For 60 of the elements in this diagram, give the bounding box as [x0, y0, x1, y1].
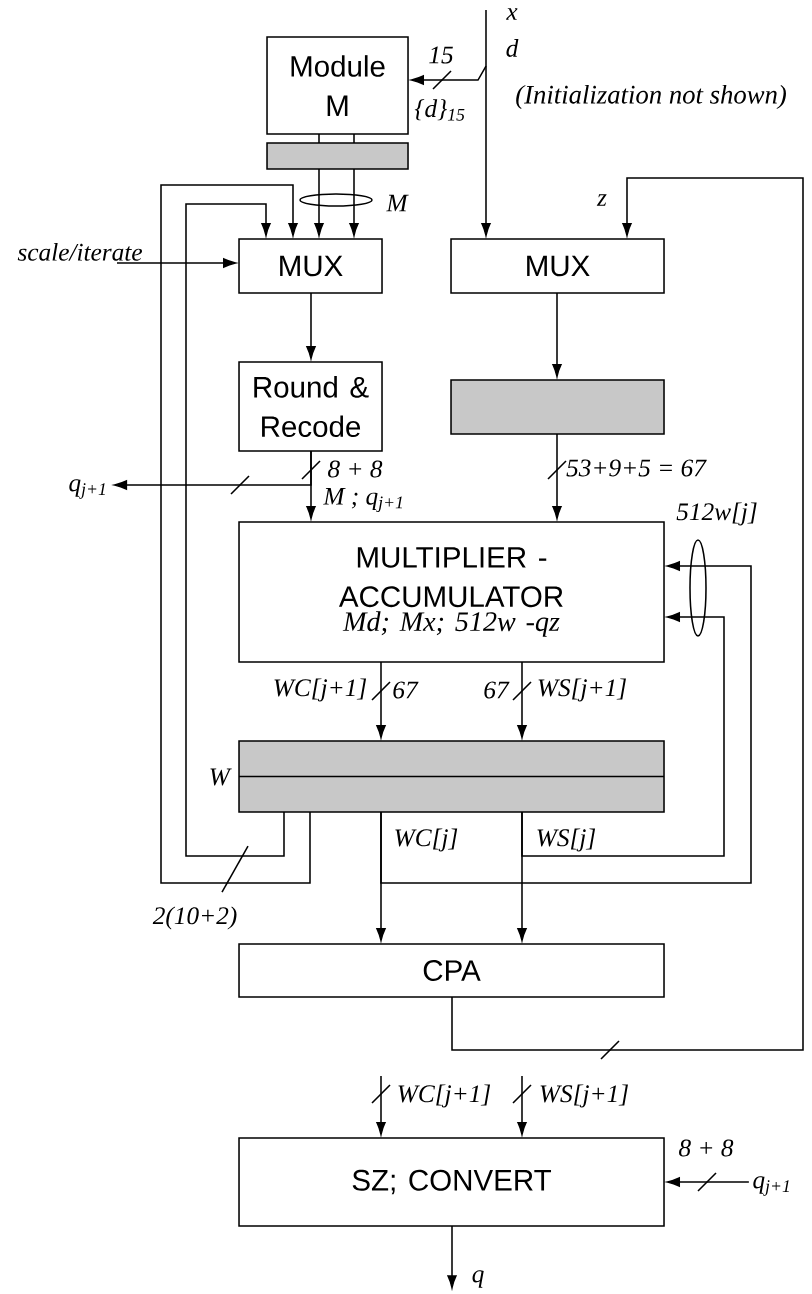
edge-label: WS[j+1]: [540, 1084, 628, 1108]
arrow: [349, 168, 359, 237]
signal-label: (Initialization not shown): [516, 84, 786, 110]
signal-label: d: [506, 39, 519, 57]
arrow: [376, 1075, 386, 1136]
edge-label: WS[j]: [537, 828, 596, 852]
mux-box: MUX: [238, 238, 383, 294]
arrow: [410, 65, 487, 85]
multiplier-accumulator-box: MULTIPLIER - ACCUMULATOR Md; Mx; 512w -qz: [238, 521, 665, 663]
arrow: [666, 1177, 750, 1187]
arrow: [552, 292, 562, 378]
output-label: q$_{j+1}$: [69, 479, 105, 499]
arrow: [314, 168, 324, 237]
arrow: [380, 561, 752, 884]
arrow: [376, 661, 386, 739]
arrow: [517, 811, 527, 942]
module-box: Module M: [266, 36, 409, 135]
register-bar: [450, 379, 665, 435]
arrow: [447, 1225, 457, 1289]
bus-ellipse: [299, 193, 373, 207]
arrow: [552, 433, 562, 520]
output-label: q: [472, 1270, 484, 1288]
arrow: [521, 612, 725, 857]
process-box: Round & Recode: [238, 361, 383, 452]
signal-label: 2(10+2): [152, 906, 237, 930]
edge-label: z: [596, 194, 607, 206]
cpa-box: CPA: [238, 943, 665, 998]
arrow: [116, 258, 237, 268]
register-bar: [238, 740, 665, 813]
mux-box: MUX: [450, 238, 665, 294]
register-bar: [266, 142, 409, 170]
edge-label: WC[j]: [395, 828, 458, 852]
edge-label: 53+9+5 = 67: [566, 459, 707, 477]
signal-label: 67: [484, 681, 510, 699]
bus-ellipse: [689, 539, 707, 637]
signal-label: M ; q$_{j+1}$: [323, 488, 402, 512]
arrow: [517, 661, 527, 739]
arrow: [185, 203, 285, 857]
arrow: [517, 1075, 527, 1136]
signal-label: 8 + 8: [679, 1139, 734, 1157]
arrow: [114, 450, 312, 490]
signal-label: M: [386, 194, 409, 212]
signal-label: WC[j+1]: [274, 678, 367, 702]
edge-label: WC[j+1]: [398, 1084, 491, 1108]
arrow: [160, 184, 311, 884]
input-label: scale/iterate: [17, 243, 142, 261]
arrow: [376, 811, 386, 942]
signal-label: x: [506, 8, 518, 20]
signal-label: 8 + 8: [328, 460, 383, 478]
signal-label: 67: [393, 681, 419, 699]
arrow: [451, 177, 804, 1051]
signal-label: WS[j+1]: [538, 678, 626, 702]
edge-label: 15: [429, 46, 453, 64]
register-label: W: [210, 768, 232, 786]
signal-label: {d}$_{15}$: [414, 99, 465, 121]
convert-box: SZ; CONVERT: [238, 1137, 665, 1227]
arrow: [481, 9, 491, 237]
arrow: [306, 292, 316, 360]
input-label: q$_{j+1}$: [753, 1176, 789, 1196]
signal-label: 512w[j]: [676, 502, 757, 526]
